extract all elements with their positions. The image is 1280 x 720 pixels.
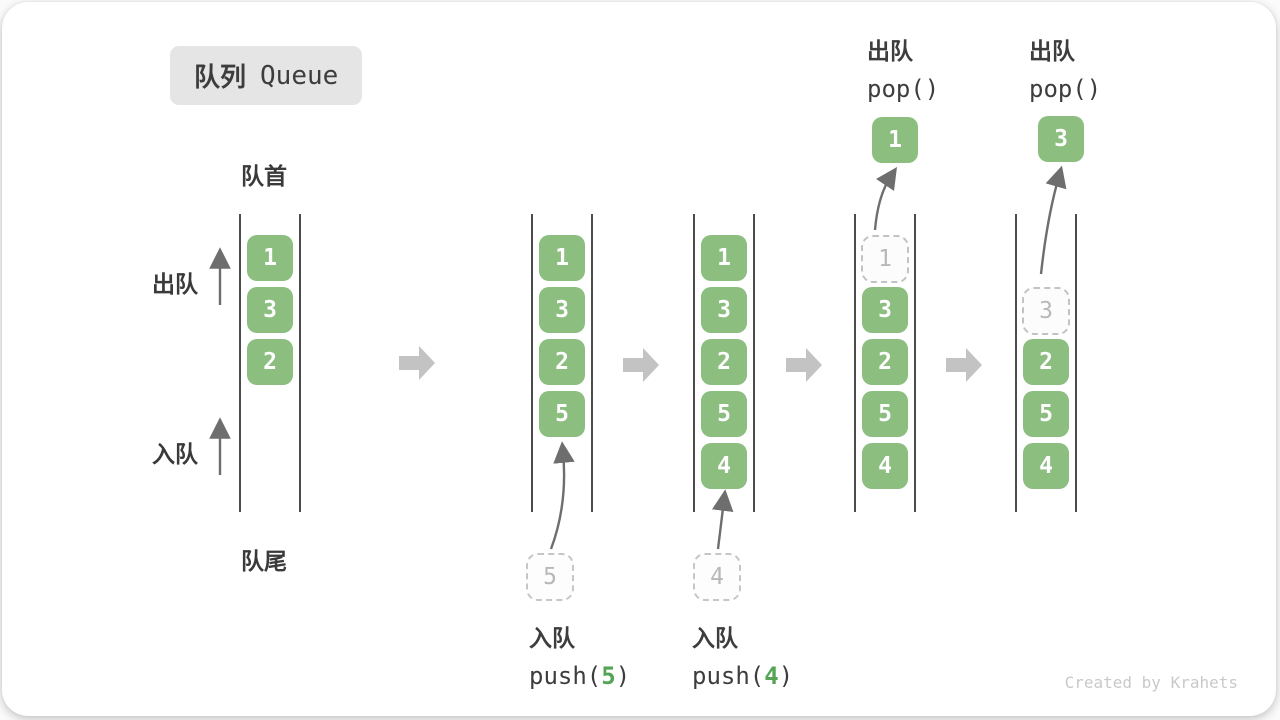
op-push-5-arg: 5 xyxy=(601,662,616,690)
title-badge: 队列 Queue xyxy=(170,46,363,105)
op-pop-1-code: pop() xyxy=(867,75,940,103)
queue-element: 4 xyxy=(701,443,747,489)
op-push-4-arg: 4 xyxy=(764,662,779,690)
queue-element: 4 xyxy=(862,443,908,489)
op-push-4-code: push(4) xyxy=(692,662,794,690)
queue-element-ghost: 1 xyxy=(861,235,909,283)
queue-element: 3 xyxy=(539,287,585,333)
right-block-arrow xyxy=(623,348,659,382)
label-dequeue: 出队 xyxy=(152,271,198,297)
credit-text: Created by Krahets xyxy=(1064,673,1238,692)
queue-element: 3 xyxy=(247,287,293,333)
queue-element: 3 xyxy=(862,287,908,333)
queue-element-ghost: 3 xyxy=(1022,287,1070,335)
right-block-arrow xyxy=(946,348,982,382)
queue-element: 2 xyxy=(862,339,908,385)
op-pop-2-label: 出队 xyxy=(1029,38,1075,64)
queue-element: 1 xyxy=(701,235,747,281)
queue-state-4: 1 3 2 5 4 xyxy=(854,214,916,512)
title-zh: 队列 xyxy=(194,62,247,92)
queue-state-5: 3 2 5 4 xyxy=(1015,214,1077,512)
op-pop-2-code: pop() xyxy=(1029,75,1102,103)
queue-element: 5 xyxy=(701,391,747,437)
queue-element: 5 xyxy=(862,391,908,437)
queue-element: 5 xyxy=(1023,391,1069,437)
queue-element: 2 xyxy=(701,339,747,385)
queue-element: 2 xyxy=(1023,339,1069,385)
queue-element: 2 xyxy=(247,339,293,385)
label-enqueue: 入队 xyxy=(152,441,198,467)
queue-element: 3 xyxy=(701,287,747,333)
queue-element: 4 xyxy=(1023,443,1069,489)
op-push-5-label: 入队 xyxy=(529,625,575,651)
popped-element-3: 3 xyxy=(1038,116,1084,162)
right-block-arrow xyxy=(399,346,435,380)
op-pop-1-label: 出队 xyxy=(867,38,913,64)
queue-state-1: 1 3 2 xyxy=(239,214,301,512)
op-push-4: 入队 push(4) xyxy=(692,619,793,690)
op-push-5: 入队 push(5) xyxy=(529,619,630,690)
queue-element: 1 xyxy=(539,235,585,281)
queue-state-2: 1 3 2 5 xyxy=(531,214,593,512)
op-pop-1: 出队 pop() xyxy=(867,32,939,103)
queue-state-3: 1 3 2 5 4 xyxy=(693,214,755,512)
incoming-element-4: 4 xyxy=(693,553,741,601)
queue-element: 5 xyxy=(539,391,585,437)
op-pop-2: 出队 pop() xyxy=(1029,32,1101,103)
label-queue-rear: 队尾 xyxy=(241,548,287,574)
popped-element-1: 1 xyxy=(872,117,918,163)
queue-element: 1 xyxy=(247,235,293,281)
label-queue-front: 队首 xyxy=(241,163,287,189)
op-push-4-label: 入队 xyxy=(692,625,738,651)
right-block-arrow xyxy=(786,348,822,382)
title-en: Queue xyxy=(260,60,339,91)
incoming-element-5: 5 xyxy=(526,553,574,601)
queue-element: 2 xyxy=(539,339,585,385)
op-push-5-code: push(5) xyxy=(529,662,631,690)
